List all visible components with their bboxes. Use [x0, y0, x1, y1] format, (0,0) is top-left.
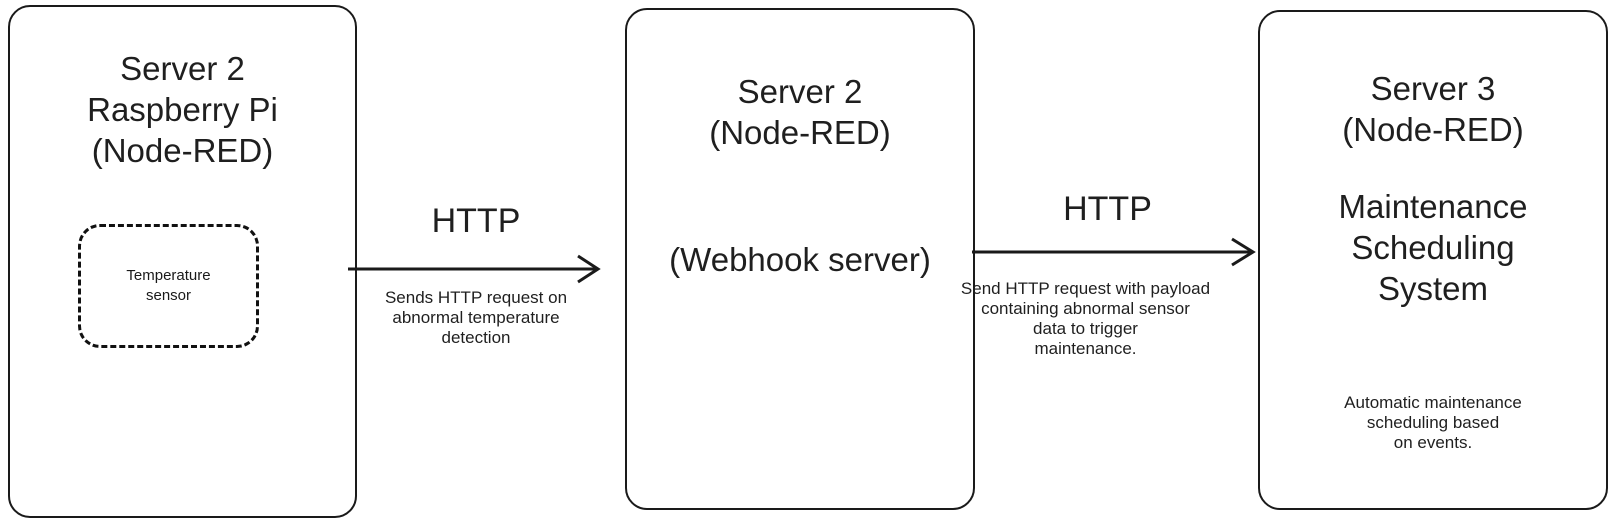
edge-webhook-to-maintenance-arrow [972, 237, 1256, 267]
node-server3-maintenance-title: Server 3 (Node-RED) [1342, 70, 1524, 148]
edge-webhook-to-maintenance-description: Send HTTP request with payload containin… [960, 279, 1211, 358]
node-server3-maintenance-note: Automatic maintenance scheduling based o… [1344, 393, 1522, 452]
node-server2-webhook[interactable] [625, 8, 975, 510]
node-server3-maintenance[interactable] [1258, 10, 1608, 510]
node-server2-webhook-title: Server 2 (Node-RED) [709, 73, 891, 151]
edge-pi-to-webhook-label: HTTP [431, 202, 521, 240]
edge-pi-to-webhook-arrow [348, 254, 601, 284]
node-server3-maintenance-heading: Maintenance Scheduling System [1338, 188, 1528, 307]
edge-webhook-to-maintenance-label: HTTP [1063, 190, 1152, 228]
temperature-sensor-box[interactable]: Temperature sensor [78, 224, 259, 348]
node-server2-raspberry-pi-title: Server 2 Raspberry Pi (Node-RED) [87, 50, 278, 169]
temperature-sensor-label: Temperature sensor [126, 267, 211, 304]
edge-pi-to-webhook-description: Sends HTTP request on abnormal temperatu… [384, 288, 568, 347]
node-server2-webhook-subtitle: (Webhook server) [669, 241, 931, 278]
